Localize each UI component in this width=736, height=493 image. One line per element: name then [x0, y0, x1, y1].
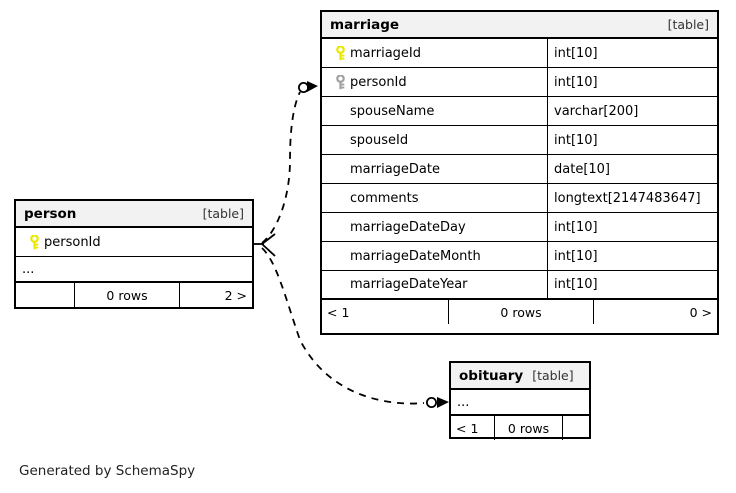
table-row[interactable]: spouseId int[10] [322, 126, 717, 155]
table-row[interactable]: spouseName varchar[200] [322, 97, 717, 126]
column-type: longtext[2147483647] [547, 184, 717, 212]
table-person-title: person [24, 205, 77, 222]
row-count: 0 rows [494, 416, 563, 440]
table-obituary-title: obituary [459, 367, 524, 384]
table-obituary-header: obituary [table] [451, 363, 589, 390]
parent-relations-count[interactable]: < 1 [456, 420, 479, 436]
table-row[interactable]: personId [16, 228, 252, 257]
table-marriage-footer: < 1 0 rows 0 > [322, 300, 717, 324]
relationship-person-marriage-zero-marker [297, 82, 309, 94]
table-marriage-header: marriage [table] [322, 12, 717, 39]
relationship-person-obituary-zero-marker [425, 396, 437, 408]
column-type: int[10] [547, 271, 717, 298]
child-relations-count[interactable] [563, 416, 589, 440]
table-person-footer: 0 rows 2 > [16, 283, 252, 307]
column-name-cell: spouseName [322, 97, 547, 125]
table-person-tag: [table] [202, 206, 244, 221]
table-row[interactable]: marriageDateDay int[10] [322, 213, 717, 242]
table-row[interactable]: marriageDateYear int[10] [322, 271, 717, 300]
table-obituary[interactable]: obituary [table] ... < 1 0 rows [449, 361, 591, 440]
table-person-header: person [table] [16, 201, 252, 228]
column-type: int[10] [547, 213, 717, 241]
table-row[interactable]: marriageDateMonth int[10] [322, 242, 717, 271]
table-marriage-title: marriage [330, 16, 400, 33]
more-columns-indicator[interactable]: ... [451, 390, 589, 416]
column-name: marriageId [350, 45, 422, 61]
column-name-cell: marriageDateMonth [322, 242, 547, 270]
foreign-key-icon [330, 74, 350, 90]
row-count: 0 rows [448, 300, 594, 324]
table-marriage[interactable]: marriage [table] marriageId int[10] [320, 10, 719, 335]
column-type: int[10] [547, 242, 717, 270]
generated-by-credit: Generated by SchemaSpy [19, 463, 196, 479]
table-row[interactable]: marriageDate date[10] [322, 155, 717, 184]
column-name: spouseId [350, 132, 409, 148]
column-name: marriageDateDay [350, 219, 466, 235]
crowsfoot-person [254, 233, 276, 257]
column-name-cell: personId [16, 228, 252, 256]
column-name: personId [350, 74, 407, 90]
column-name: marriageDate [350, 161, 440, 177]
column-name: marriageDateYear [350, 277, 468, 292]
column-name-cell: marriageDateYear [322, 271, 547, 298]
column-name-cell: personId [322, 68, 547, 96]
column-name: comments [350, 190, 419, 206]
table-obituary-tag: [table] [532, 368, 574, 383]
table-person[interactable]: person [table] personId ... 0 rows [14, 199, 254, 309]
primary-key-icon [330, 45, 350, 61]
parent-relations-count[interactable]: < 1 [327, 304, 350, 320]
column-name: personId [44, 234, 101, 250]
relationship-person-obituary-arrow [437, 397, 449, 408]
more-columns-indicator[interactable]: ... [16, 257, 252, 283]
table-obituary-footer: < 1 0 rows [451, 416, 589, 440]
column-name: spouseName [350, 103, 435, 119]
column-type: int[10] [547, 68, 717, 96]
column-name: marriageDateMonth [350, 248, 481, 264]
row-count: 0 rows [74, 283, 180, 307]
column-name-cell: marriageId [322, 39, 547, 67]
column-name-cell: spouseId [322, 126, 547, 154]
column-type: int[10] [547, 39, 717, 67]
relationship-person-marriage[interactable] [261, 91, 301, 244]
table-row[interactable]: marriageId int[10] [322, 39, 717, 68]
child-relations-count[interactable]: 2 > [224, 287, 247, 303]
column-name-cell: marriageDateDay [322, 213, 547, 241]
column-name-cell: comments [322, 184, 547, 212]
table-row[interactable]: comments longtext[2147483647] [322, 184, 717, 213]
table-marriage-tag: [table] [667, 17, 709, 32]
column-type: int[10] [547, 126, 717, 154]
parent-relations-count[interactable] [16, 283, 74, 307]
column-type: varchar[200] [547, 97, 717, 125]
column-name-cell: marriageDate [322, 155, 547, 183]
primary-key-icon [24, 234, 44, 250]
child-relations-count[interactable]: 0 > [689, 304, 712, 320]
relationship-person-marriage-arrow [307, 81, 318, 92]
column-type: date[10] [547, 155, 717, 183]
table-row[interactable]: personId int[10] [322, 68, 717, 97]
